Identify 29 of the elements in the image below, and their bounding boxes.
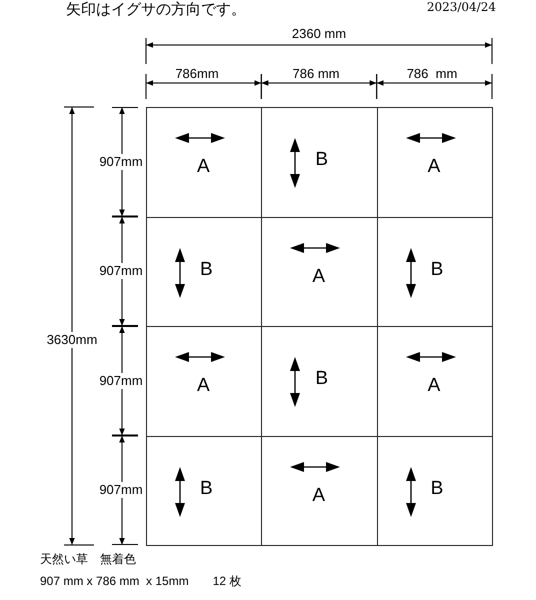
dimension-label: 2360 mm: [290, 26, 348, 42]
mat-letter: A: [197, 376, 210, 395]
mat-letter: B: [200, 260, 213, 278]
mat-letter: A: [428, 376, 440, 395]
mat-letter: B: [430, 260, 444, 278]
dimension-label: 786 mm: [406, 66, 458, 82]
dimension-label: 786mm: [174, 66, 220, 82]
date-text: 2023/04/24: [426, 0, 496, 15]
mat-letter: B: [430, 478, 444, 498]
tatami-mat: [376, 107, 493, 218]
tatami-mat: [376, 436, 493, 546]
dimension-label: 907mm: [97, 373, 145, 390]
dimension-label: 907mm: [97, 154, 145, 170]
mat-letter: A: [312, 486, 326, 504]
mat-letter: B: [315, 150, 328, 169]
note-text: 天然い草 無着色: [40, 552, 137, 567]
note-text: 矢印はイグサの方向です。: [66, 0, 247, 19]
tatami-mat: [146, 107, 262, 218]
mat-letter: A: [312, 266, 326, 286]
dimension-label: 3630mm: [46, 332, 98, 348]
mat-letter: B: [315, 369, 328, 388]
mat-letter: A: [197, 157, 210, 176]
tatami-mat: [146, 436, 262, 546]
note-text: 907 mm x 786 mm x 15mm 12 枚: [40, 574, 242, 589]
mat-letter: A: [428, 157, 440, 176]
dimension-label: 786 mm: [292, 66, 340, 82]
mat-letter: B: [200, 478, 213, 498]
dimension-label: 907mm: [97, 263, 145, 280]
dimension-label: 907mm: [97, 482, 145, 498]
